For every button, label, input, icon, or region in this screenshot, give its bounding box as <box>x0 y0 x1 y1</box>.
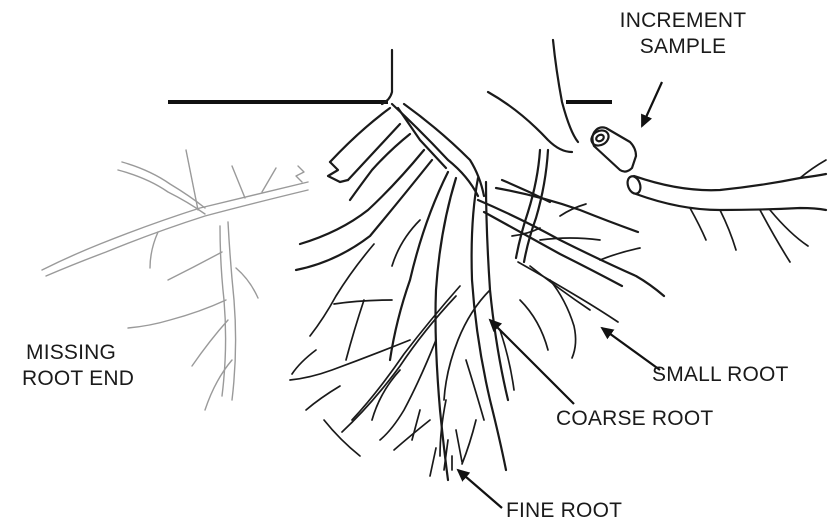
fine-roots <box>412 410 462 476</box>
tree-stem <box>382 40 578 152</box>
increment-sample-label-line1: INCREMENT <box>588 8 778 34</box>
coarse-root-arrow <box>490 320 574 404</box>
small-root-label: SMALL ROOT <box>652 362 789 388</box>
fine-root-label: FINE ROOT <box>506 498 622 524</box>
right-root <box>625 160 826 262</box>
coarse-root-label: COARSE ROOT <box>556 406 713 432</box>
missing-root-end-label-line2: ROOT END <box>22 366 134 392</box>
missing-root-end-label: MISSING ROOT END <box>22 340 134 392</box>
missing-root-end-label-line1: MISSING <box>22 340 134 366</box>
increment-sample-label-line2: SAMPLE <box>588 34 778 60</box>
broken-root-stub <box>328 108 400 182</box>
fine-root-arrow <box>458 470 502 508</box>
increment-sample-label: INCREMENT SAMPLE <box>588 8 778 60</box>
increment-sample <box>589 127 636 171</box>
increment-sample-arrow <box>642 82 662 126</box>
